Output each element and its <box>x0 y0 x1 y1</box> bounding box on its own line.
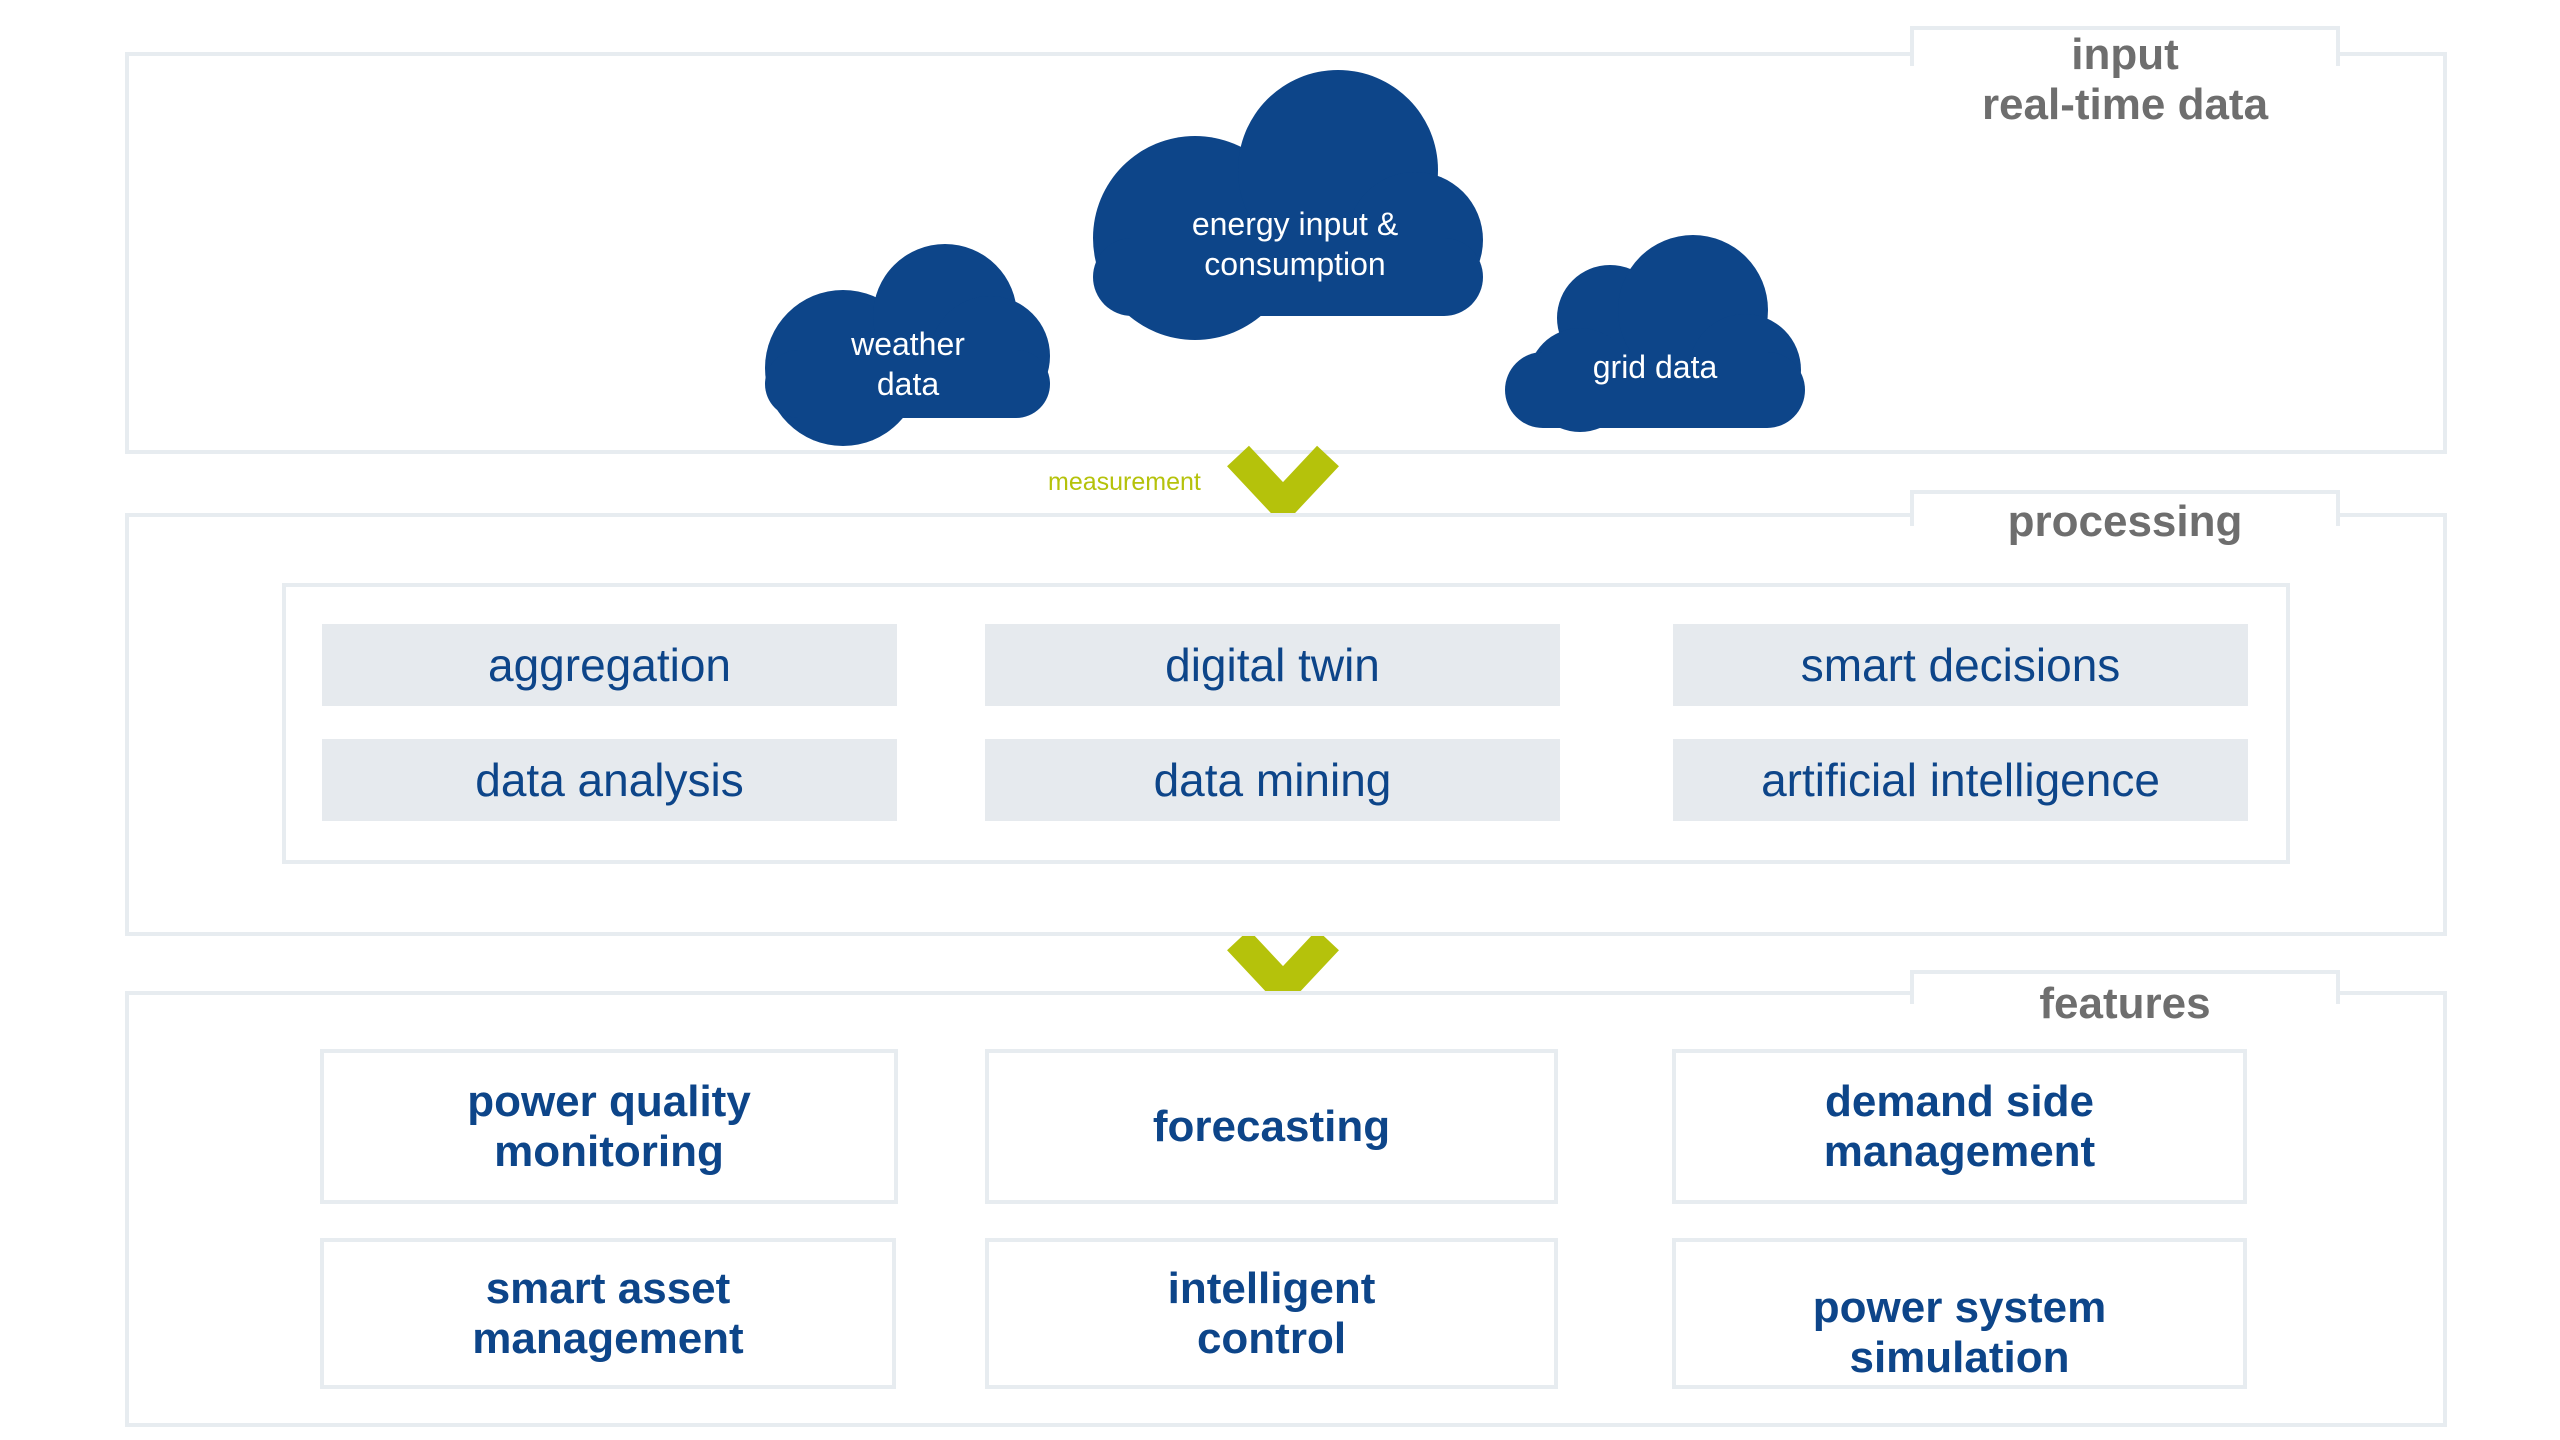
input-tab-label: input real-time data <box>1981 30 2269 129</box>
process-artificial-intelligence: artificial intelligence <box>1673 739 2248 821</box>
cloud-shape <box>1093 70 1483 340</box>
processing-tab-label: processing <box>2007 497 2243 546</box>
feature-demand-side-management: demand side management <box>1672 1049 2247 1204</box>
input-tab <box>1910 26 2340 66</box>
process-smart-decisions: smart decisions <box>1673 624 2248 706</box>
features-tab-label: features <box>2039 979 2211 1028</box>
chevron-down-icon <box>1227 445 1339 526</box>
cloud-label-energy: energy input & consumption <box>1191 206 1399 282</box>
feature-smart-asset-management: smart asset management <box>320 1238 896 1389</box>
process-digital-twin: digital twin <box>985 624 1560 706</box>
feature-forecasting: forecasting <box>985 1049 1558 1204</box>
cloud-shape <box>1505 235 1805 432</box>
cloud-shape <box>765 244 1050 446</box>
feature-intelligent-control: intelligent control <box>985 1238 1558 1389</box>
process-data-mining: data mining <box>985 739 1560 821</box>
cloud-label-weather: weather data <box>851 326 965 402</box>
feature-power-system-simulation: power system simulation <box>1672 1238 2247 1389</box>
process-aggregation: aggregation <box>322 624 897 706</box>
measurement-label: measurement <box>1048 468 1201 496</box>
feature-power-quality-monitoring: power quality monitoring <box>320 1049 898 1204</box>
processing-tab <box>1910 490 2340 526</box>
cloud-label-grid: grid data <box>1592 349 1718 385</box>
process-data-analysis: data analysis <box>322 739 897 821</box>
chevron-down-icon <box>1227 929 1339 1010</box>
features-tab <box>1910 970 2340 1004</box>
